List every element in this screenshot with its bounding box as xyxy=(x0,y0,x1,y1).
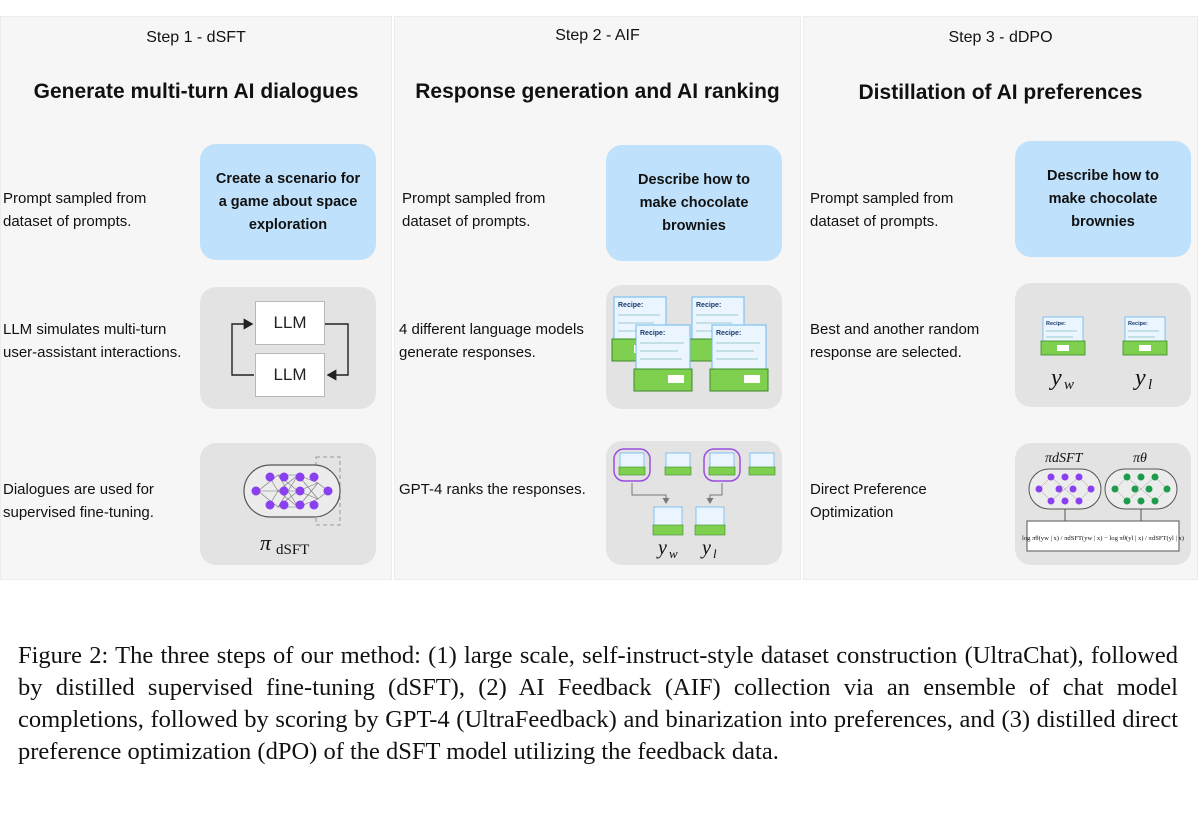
prompt-box: Describe how to make chocolate brownies xyxy=(606,145,782,261)
pi-theta-label: πθ xyxy=(1133,451,1147,466)
policy-symbol: π xyxy=(260,530,272,555)
row3-description: Dialogues are used for supervised fine-t… xyxy=(3,481,154,521)
responses-box: Recipe: Recipe: Recipe: Re xyxy=(606,285,782,409)
svg-text:Recipe:: Recipe: xyxy=(716,330,741,337)
panel-heading: Response generation and AI ranking xyxy=(415,80,780,103)
ranking-box: y w y l xyxy=(606,441,782,565)
neural-network-diagram: π dSFT xyxy=(243,456,341,558)
selected-responses-illustration: Recipe: Recipe: y w y l xyxy=(1040,316,1168,393)
llm-loop-box: LLM LLM xyxy=(200,287,376,409)
yw-label: y xyxy=(656,537,667,559)
row2-description: 4 different language models generate res… xyxy=(399,321,584,361)
yl-label: y xyxy=(700,537,711,559)
svg-text:Recipe:: Recipe: xyxy=(640,330,665,337)
panel-step1: Step 1 - dSFT Generate multi-turn AI dia… xyxy=(0,16,392,580)
yl-subscript: l xyxy=(713,546,717,561)
loop-arrows xyxy=(231,318,349,381)
pi-dsft-label: πdSFT xyxy=(1045,451,1084,466)
recipe-card: Recipe: xyxy=(633,324,693,392)
row1-description: Prompt sampled from dataset of prompts. xyxy=(402,190,546,230)
yw-subscript: w xyxy=(669,546,678,561)
row1-description: Prompt sampled from dataset of prompts. xyxy=(3,190,147,230)
dpo-illustration: πdSFT πθ log πθ(yw | x) / πdSFT(yw | x) xyxy=(1022,451,1184,552)
figure-caption: Figure 2: The three steps of our method:… xyxy=(18,642,1178,765)
yw-subscript: w xyxy=(1064,377,1074,393)
panel-step3: Step 3 - dDPO Distillation of AI prefere… xyxy=(803,16,1198,580)
prompt-box: Create a scenario for a game about space… xyxy=(200,144,376,260)
prompt-box: Describe how to make chocolate brownies xyxy=(1015,141,1191,257)
sft-network-box: π dSFT xyxy=(200,443,376,565)
row2-description: LLM simulates multi-turn user-assistant … xyxy=(3,321,182,361)
panel-step2: Step 2 - AIF Response generation and AI … xyxy=(394,16,801,580)
svg-text:Recipe:: Recipe: xyxy=(1128,321,1148,327)
selected-responses-box: Recipe: Recipe: y w y l xyxy=(1015,283,1191,407)
yl-subscript: l xyxy=(1148,377,1152,393)
row1-description: Prompt sampled from dataset of prompts. xyxy=(810,190,954,230)
row3-description: GPT-4 ranks the responses. xyxy=(399,481,586,498)
step-label: Step 3 - dDPO xyxy=(948,29,1053,46)
row3-description: Direct Preference Optimization xyxy=(810,481,927,521)
step-label: Step 2 - AIF xyxy=(555,27,640,44)
yl-label: y xyxy=(1133,365,1146,391)
policy-subscript: dSFT xyxy=(276,542,309,558)
recipe-card: Recipe: xyxy=(709,324,769,392)
panel-heading: Generate multi-turn AI dialogues xyxy=(33,80,359,103)
llm-box-top: LLM xyxy=(255,301,325,345)
llm-box-bottom: LLM xyxy=(255,353,325,397)
row2-description: Best and another random response are sel… xyxy=(810,321,980,361)
recipe-card: Recipe: xyxy=(1040,316,1086,356)
ranking-illustration: y w y l xyxy=(613,448,776,561)
recipe-cards-illustration: Recipe: Recipe: Recipe: Re xyxy=(611,296,769,392)
step-label: Step 1 - dSFT xyxy=(146,29,246,46)
dpo-box: πdSFT πθ log πθ(yw | x) / πdSFT(yw | x) xyxy=(1015,443,1191,565)
svg-text:Recipe:: Recipe: xyxy=(696,302,721,309)
recipe-card: Recipe: xyxy=(1122,316,1168,356)
yw-label: y xyxy=(1049,365,1062,391)
panel-heading: Distillation of AI preferences xyxy=(858,81,1143,104)
svg-text:Recipe:: Recipe: xyxy=(1046,321,1066,327)
dpo-loss-formula: log πθ(yw | x) / πdSFT(yw | x) − log πθ(… xyxy=(1022,535,1184,542)
svg-text:Recipe:: Recipe: xyxy=(618,302,643,309)
